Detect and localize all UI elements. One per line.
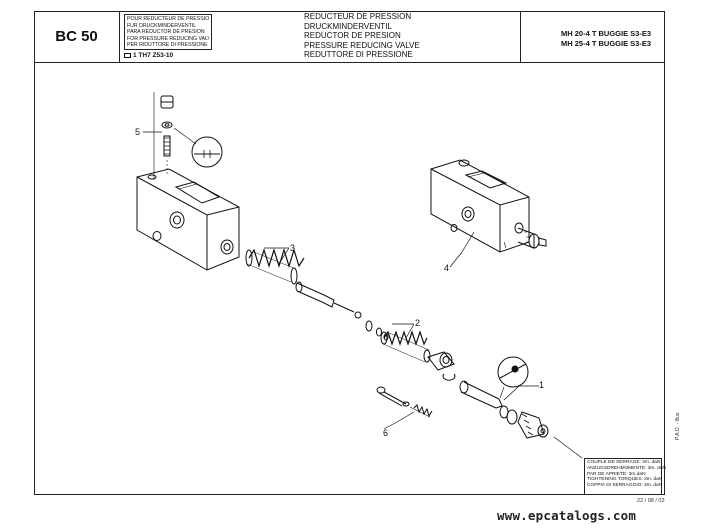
callout-4: 4 <box>444 263 449 273</box>
torque-fr: COUPLE DE SERRAGE: 3m. daN <box>587 460 661 465</box>
watermark-link[interactable]: www.epcatalogs.com <box>497 508 637 523</box>
callout-5: 5 <box>135 127 140 137</box>
model-2: MH 25-4 T BUGGIE S3-E3 <box>561 39 652 48</box>
callout-2: 2 <box>415 318 420 328</box>
main-title-es: REDUCTOR DE PRESION <box>304 31 401 41</box>
title-block: BC 50 POUR REDUCTEUR DE PRESSION FUR DRU… <box>34 11 665 63</box>
torque-es: PAR DE APRIETE: 3m.daN <box>587 471 646 477</box>
main-title-it: REDUTTORE DI PRESSIONE <box>304 50 413 60</box>
page-frame <box>34 11 665 495</box>
small-title-fr: POUR REDUCTEUR DE PRESSION <box>127 16 209 22</box>
main-title-en: PRESSURE REDUCING VALVE <box>304 40 420 50</box>
callout-3: 3 <box>290 243 295 253</box>
main-title-fr: REDUCTEUR DE PRESSION <box>304 12 412 21</box>
small-title-group: POUR REDUCTEUR DE PRESSION FUR DRUCKMIND… <box>120 11 216 62</box>
part-reference: 1 TH7 Z53-10 <box>124 52 173 59</box>
model-list: MH 20-4 T BUGGIE S3-E3 MH 25-4 T BUGGIE … <box>520 11 665 62</box>
side-note: P.A.O. - Illus <box>675 412 681 440</box>
leader-lines <box>143 131 583 459</box>
main-title-de: DRUCKMINDERVENTIL <box>304 21 392 31</box>
callout-1: 1 <box>539 380 544 390</box>
model-1: MH 20-4 T BUGGIE S3-E3 <box>561 29 652 38</box>
valve-body-main <box>136 168 240 271</box>
part-6-screws <box>376 386 433 418</box>
small-title-it: PER RIDUTTORE DI PRESSIONE <box>127 42 208 49</box>
torque-specs-box: COUPLE DE SERRAGE: 3m. daN ANZUGSDREHMOM… <box>584 458 666 495</box>
torque-de: ANZUGSDREHMOMENTE: 3m. daN <box>587 465 666 471</box>
part-1-adjuster <box>459 356 549 439</box>
small-title-de: FUR DRUCKMINDERVENTIL <box>127 22 197 29</box>
main-title-group: REDUCTEUR DE PRESSION DRUCKMINDERVENTIL … <box>304 11 424 62</box>
header-divider <box>34 62 665 63</box>
callout-6: 6 <box>383 428 388 438</box>
part-4-assembly <box>430 159 547 253</box>
section-code: BC 50 <box>34 11 120 62</box>
spring-cup <box>427 351 456 381</box>
small-title-es: PARA REDUCTOR DE PRESION <box>127 29 205 36</box>
detail-circle-seal <box>173 127 223 168</box>
part-3-spring-spool <box>245 247 362 319</box>
torque-en: TIGHTENING TORQUES: 3m. daN <box>587 477 663 483</box>
small-title-box: POUR REDUCTEUR DE PRESSION FUR DRUCKMIND… <box>124 14 212 50</box>
part-5-plug <box>153 92 174 180</box>
reference-box-icon <box>124 53 131 58</box>
revision-date: 22 / 08 / 03 <box>637 498 665 504</box>
small-title-en: FOR PRESSURE REDUCING VALVE <box>127 35 209 42</box>
reference-number: 1 TH7 Z53-10 <box>133 52 174 59</box>
torque-it: COPPIA DI SERRAGGIO: 3m. daN <box>587 483 663 489</box>
exploded-diagram: 5 3 2 4 1 6 <box>135 92 583 459</box>
